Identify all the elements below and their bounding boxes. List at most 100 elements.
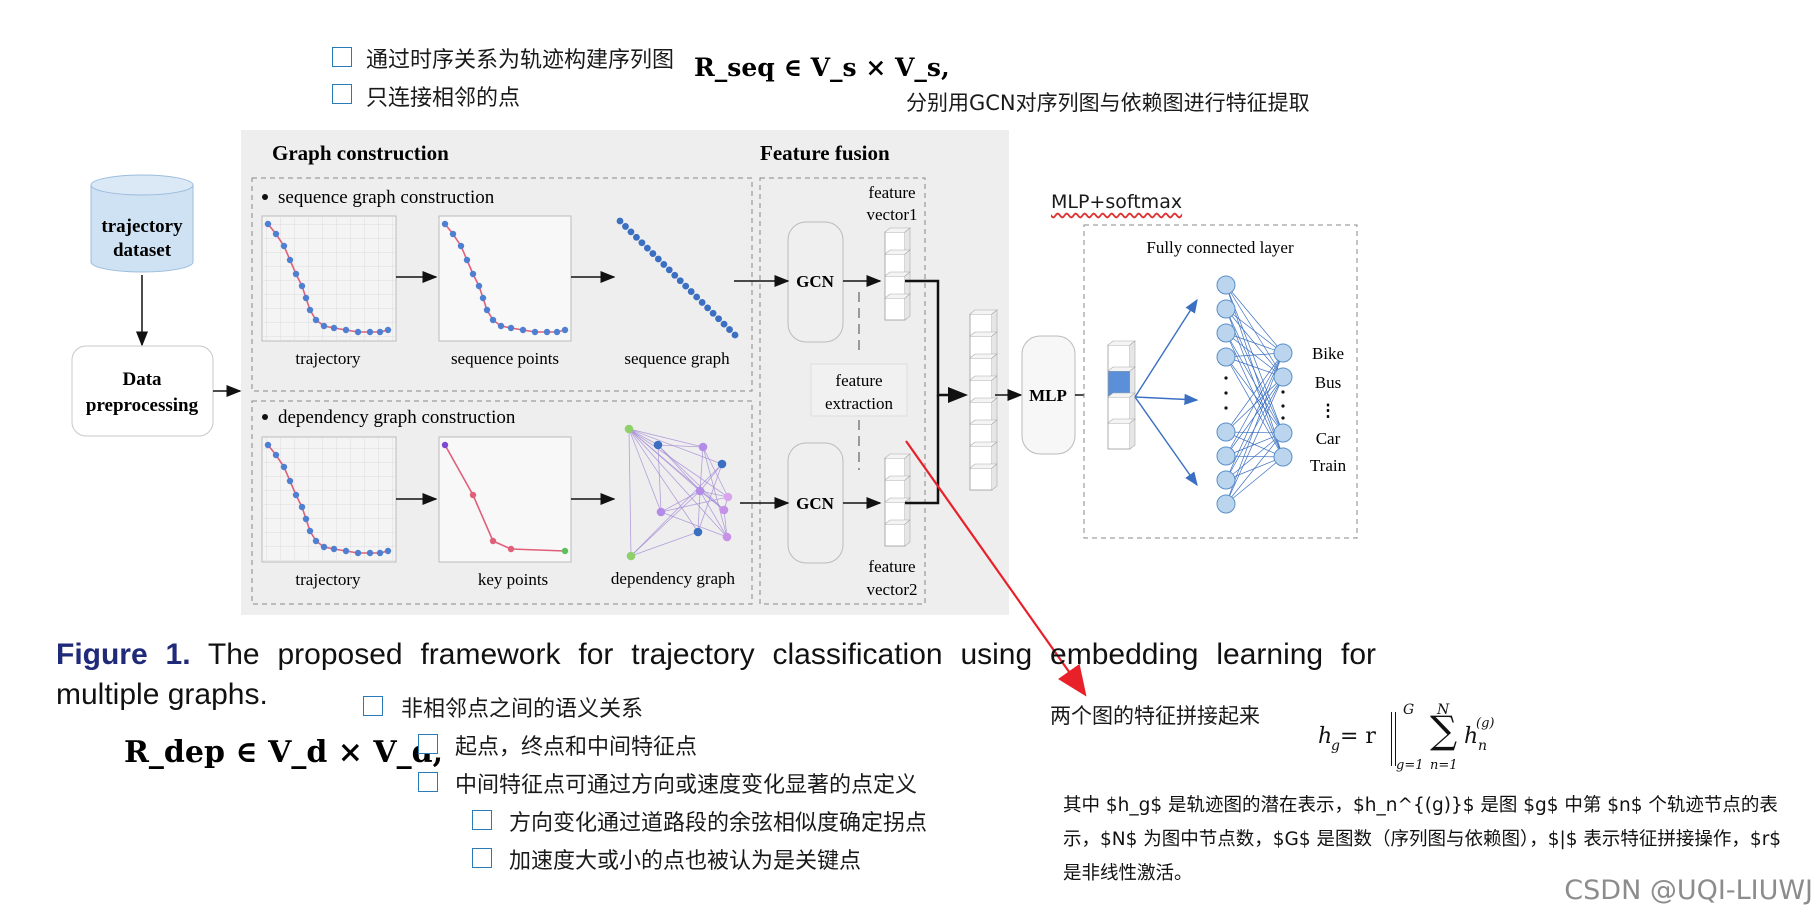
sequence-node [687,288,695,295]
watermark: CSDN @UQI-LIUWJ [1564,875,1813,906]
preproc-label: Data [122,369,162,390]
trajectory-point [272,230,280,238]
dependency-edge [699,446,704,492]
sequence-node [643,244,651,252]
checkbox-icon[interactable] [418,734,438,754]
vector-cell [1107,422,1131,450]
dependency-node [723,492,733,502]
dependency-edge [628,428,662,513]
feature-extraction-label: extraction [825,394,893,413]
fc-edge [1225,284,1284,354]
trajectory-point [264,220,272,228]
dependency-edge [702,446,728,538]
trajectory-point [475,282,483,290]
trajectory-point [497,322,505,330]
fc-edge [1225,308,1284,354]
dependency-node [698,442,708,452]
dependency-edge [697,490,701,533]
red-arrow [905,440,1087,697]
seq-caption: trajectory [295,349,361,368]
sequence-node [731,331,739,339]
dependency-node [626,551,636,561]
fc-ellipsis-dot [1281,390,1285,394]
seq-formula: R_seq ∈ V_s × V_s, [694,53,950,82]
sequence-node [715,315,722,323]
checkbox-icon[interactable] [332,47,352,67]
dependency-node [624,424,634,434]
sequence-node [649,250,657,257]
trajectory-point [543,328,551,336]
dependency-edge [628,428,659,446]
fc-edge [1225,352,1284,505]
dependency-node [717,459,727,469]
trajectory-point [483,306,491,314]
sequence-node [660,261,668,268]
sequence-node [633,233,640,241]
fc-edge [1225,356,1284,434]
trajectory-point [457,242,465,250]
dependency-edge [697,463,723,533]
trajectory-point [264,441,272,449]
annotation-bullet: 非相邻点之间的语义关系 [401,697,644,722]
fc-ellipsis-dot [1224,376,1228,380]
trajectory-point [519,326,527,334]
checkbox-icon[interactable] [418,772,438,792]
trajectory-point [312,537,320,545]
dataset-label: trajectory [101,216,183,237]
mlp-note: MLP+softmax [1051,191,1183,213]
feature-extraction-box [810,363,908,417]
trajectory-point [553,328,561,336]
fc-edge [1225,356,1284,458]
checkbox-icon[interactable] [472,810,492,830]
dep-section-title: dependency graph construction [278,407,516,428]
fc-edge [1225,352,1284,358]
vector-cell-side [1129,392,1136,424]
sequence-node [682,282,690,290]
seq-caption: sequence points [451,349,559,368]
fc-ellipsis-dot [1224,391,1228,395]
fc-edge [1225,431,1284,434]
sequence-node [704,304,712,312]
trajectory-point [306,306,314,314]
preproc-label: preprocessing [86,395,199,416]
checkbox-icon[interactable] [332,84,352,104]
dep-trajectory-thumb [261,436,397,563]
trajectory-point [531,328,539,336]
dependency-edge [699,490,725,511]
graph-construction-title: Graph construction [272,141,449,165]
fc-output-node [1273,367,1293,387]
trajectory-point [302,515,310,523]
key-points-thumb [438,436,572,563]
dep-caption: trajectory [295,570,361,589]
fc-edge [1225,456,1284,505]
fc-input-node [1216,470,1236,490]
dependency-node [719,505,729,515]
fc-arrow [1134,396,1198,487]
feature-vector2-label: feature [868,557,915,576]
dependency-edge [699,490,729,498]
trajectory-point [376,549,384,557]
checkbox-icon[interactable] [363,696,383,716]
checkbox-icon[interactable] [472,848,492,868]
trajectory-point [354,549,362,557]
feature-vector2-label: vector2 [867,580,918,599]
dependency-edge [657,444,704,448]
key-point [507,545,515,553]
class-label: Bus [1315,373,1341,392]
annotation-bullet: 起点，终点和中间特征点 [455,735,698,760]
feature-vector1-label: feature [868,183,915,202]
figure-text: The proposed framework for trajectory cl… [56,638,1376,711]
trajectory-point [280,242,288,250]
trajectory-point [507,324,515,332]
vector-cell-side [1129,340,1136,372]
fc-edge [1225,332,1284,354]
annotation-bullet: 只连接相邻的点 [366,86,521,111]
dependency-edge [699,490,728,538]
fc-edge [1225,308,1284,434]
dependency-edge [628,428,729,498]
fc-input-node [1216,323,1236,343]
trajectory-point [366,328,374,336]
trajectory-point [489,316,497,324]
trajectory-point [330,545,338,553]
